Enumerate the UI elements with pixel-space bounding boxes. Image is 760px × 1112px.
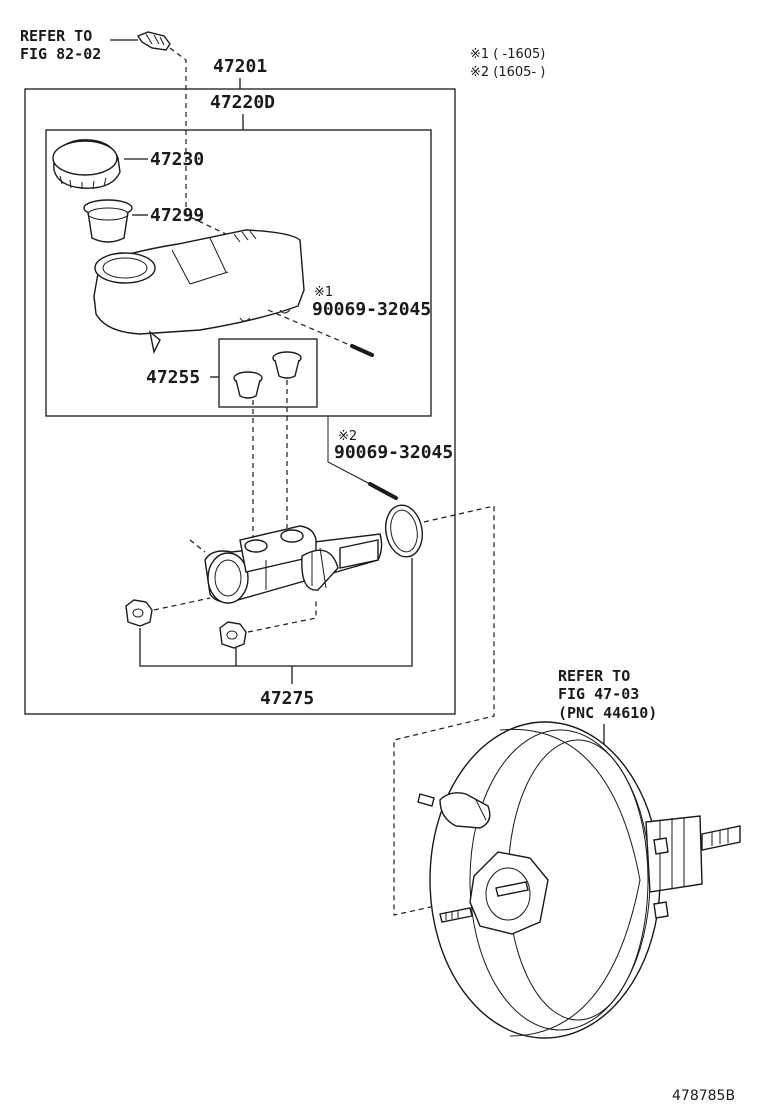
pin-2-icon [368, 482, 398, 500]
note-2: ※2 (1605- ) [470, 65, 545, 80]
part-number-90069-32045-a: 90069-32045 [312, 299, 431, 320]
pin-1-marker: ※1 [314, 285, 333, 300]
pin-2-marker: ※2 [338, 429, 357, 444]
assembly-frame [24, 88, 456, 715]
brake-fluid-reservoir-icon [93, 229, 305, 355]
part-number-47255: 47255 [146, 367, 200, 388]
refer-to-label-booster: REFER TO [558, 667, 630, 685]
note-1: ※1 ( -1605) [470, 47, 545, 62]
brake-booster-icon [417, 721, 741, 1039]
fig-ref-booster: FIG 47-03 [558, 685, 639, 703]
reservoir-frame [45, 129, 432, 417]
o-ring-icon [385, 504, 423, 558]
part-number-47220D: 47220D [210, 92, 275, 113]
part-number-47299: 47299 [150, 205, 204, 226]
pnc-ref-booster: (PNC 44610) [558, 704, 657, 722]
part-number-47275: 47275 [260, 688, 314, 709]
part-number-47230: 47230 [150, 149, 204, 170]
hose-connector-icon [136, 31, 171, 51]
strainer-icon [83, 199, 133, 243]
grommet-icon [233, 371, 263, 399]
nut-icon [125, 599, 153, 627]
master-cylinder-body-icon [204, 525, 383, 604]
refer-to-label-top: REFER TO [20, 27, 92, 45]
part-number-90069-32045-b: 90069-32045 [334, 442, 453, 463]
grommet-icon [272, 351, 302, 379]
figure-id: 478785B [672, 1088, 735, 1104]
fig-ref-top: FIG 82-02 [20, 45, 101, 63]
nut-icon [219, 621, 247, 649]
grommets-frame [218, 338, 318, 408]
part-number-47201: 47201 [213, 56, 267, 77]
reservoir-cap-icon [52, 139, 121, 190]
pin-1-icon [350, 344, 374, 357]
